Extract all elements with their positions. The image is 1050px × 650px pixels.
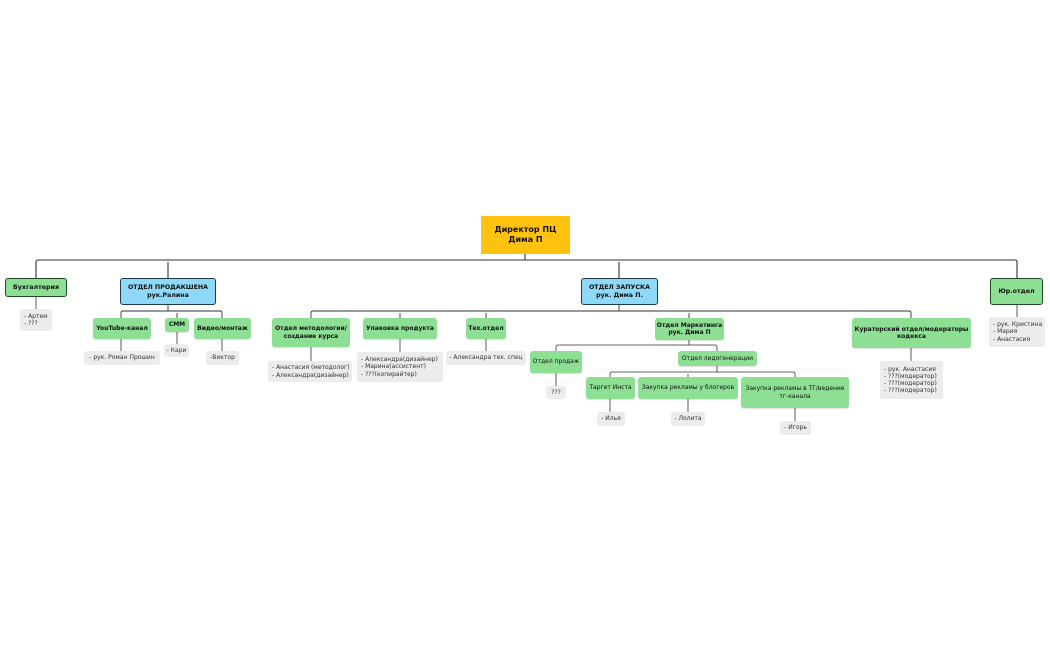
launch-department-node[interactable]: ОТДЕЛ ЗАПУСКА рук. Дима П.	[581, 278, 658, 305]
member-name: - рук. Анастасия	[884, 365, 936, 373]
member-name: - рук. Роман Прошин	[89, 354, 155, 362]
blogger-ads-node[interactable]: Закупка рекламы у блогеров	[638, 377, 738, 399]
production-title: ОТДЕЛ ПРОДАКШЕНА	[127, 283, 209, 291]
youtube-members: - рук. Роман Прошин	[84, 351, 160, 365]
root-connector-bus	[35, 259, 1018, 263]
director-title: Директор ПЦ	[494, 225, 557, 235]
lead-generation-node[interactable]: Отдел лидогенерации	[678, 351, 757, 366]
director-name: Дима П	[508, 235, 543, 244]
launch-title: ОТДЕЛ ЗАПУСКА	[588, 283, 651, 291]
curators-title: Кураторский отдел/модераторы	[854, 325, 969, 333]
launch-connector-bus	[310, 310, 912, 314]
youtube-channel-node[interactable]: YouTube-канал	[93, 318, 151, 339]
methodology-title: Отдел методологии/	[275, 325, 347, 333]
smm-node[interactable]: СММ	[165, 318, 189, 332]
legal-department-node[interactable]: Юр.отдел	[990, 278, 1043, 305]
smm-title: СММ	[168, 321, 186, 329]
director-node[interactable]: Директор ПЦ Дима П	[481, 216, 570, 254]
launch-head: рук. Дима П.	[596, 291, 643, 299]
packaging-members: - Александра(дизайнер) - Марина(ассистен…	[357, 352, 443, 382]
member-name: - ???(модератор)	[884, 372, 937, 380]
methodology-members: - Анастасия (методолог) - Александра(диз…	[268, 361, 352, 382]
telegram-ads-node[interactable]: Закупка рекламы в ТГ/ведение тг-канала	[741, 377, 849, 408]
leadgen-connector-bus	[609, 371, 796, 375]
production-connector-bus	[120, 310, 223, 314]
insta-members: - Илья	[597, 412, 625, 426]
leadgen-title: Отдел лидогенерации	[681, 354, 754, 362]
member-name: - Лолита	[674, 415, 702, 423]
production-head: рук.Ралина	[147, 291, 189, 299]
member-name: - Александра(дизайнер)	[272, 371, 349, 379]
methodology-subtitle: создание курса	[283, 332, 339, 340]
member-name: - ???(модератор)	[884, 380, 937, 387]
legal-title: Юр.отдел	[998, 287, 1035, 295]
curators-node[interactable]: Кураторский отдел/модераторы кодекса	[852, 318, 971, 348]
member-name: -Виктор	[210, 354, 235, 362]
tech-department-node[interactable]: Тех.отдел	[466, 318, 506, 339]
tech-title: Тех.отдел	[468, 324, 504, 332]
bloggers-title: Закупка рекламы у блогеров	[641, 384, 735, 392]
tg-title: Закупка рекламы в ТГ/ведение	[745, 385, 845, 393]
member-name: - Мария	[993, 328, 1018, 336]
packaging-title: Упаковка продукта	[366, 324, 434, 332]
member-name: - Анастасия	[993, 335, 1031, 343]
member-name: - Александра(дизайнер)	[361, 356, 438, 364]
tg-subtitle: тг-канала	[779, 392, 811, 400]
member-name: - Марина(ассистент)	[361, 363, 426, 371]
member-name: - Игорь	[784, 424, 807, 432]
member-name: - рук. Кристина	[993, 321, 1043, 329]
youtube-title: YouTube-канал	[96, 324, 148, 332]
accounting-members: - Артем - ???	[20, 309, 52, 331]
smm-members: - Кари	[164, 344, 189, 357]
member-name: - Илья	[601, 415, 621, 423]
video-members: -Виктор	[206, 351, 239, 365]
member-name: - ???	[24, 320, 38, 327]
tg-members: - Игорь	[780, 421, 811, 435]
member-name: - Кари	[166, 346, 187, 354]
methodology-node[interactable]: Отдел методологии/ создание курса	[272, 318, 350, 347]
member-name: ???	[551, 388, 561, 396]
sales-title: Отдел продаж	[532, 358, 580, 366]
marketing-connector-bus	[555, 344, 718, 348]
bloggers-members: - Лолита	[671, 412, 705, 426]
member-name: - ???(модератор)	[884, 387, 937, 395]
sales-members: ???	[546, 386, 566, 399]
accounting-node[interactable]: Бухгалтерия	[5, 278, 67, 297]
marketing-head: рук. Дима П	[668, 329, 711, 336]
instagram-targeting-node[interactable]: Таргет Инста	[586, 377, 635, 399]
member-name: - Артем	[24, 312, 48, 320]
video-editing-node[interactable]: Видео/монтаж	[194, 318, 251, 339]
member-name: - Анастасия (методолог)	[272, 364, 350, 372]
marketing-title: Отдел Маркетинга	[656, 321, 723, 329]
member-name: - Александра тех. спец	[449, 354, 523, 362]
member-name: - ???(копирайтер)	[361, 370, 417, 378]
curators-members: - рук. Анастасия - ???(модератор) - ???(…	[880, 361, 943, 399]
product-packaging-node[interactable]: Упаковка продукта	[363, 318, 437, 339]
video-title: Видео/монтаж	[197, 324, 248, 332]
sales-department-node[interactable]: Отдел продаж	[530, 351, 582, 373]
marketing-node[interactable]: Отдел Маркетинга рук. Дима П	[655, 318, 724, 340]
production-department-node[interactable]: ОТДЕЛ ПРОДАКШЕНА рук.Ралина	[120, 278, 216, 305]
accounting-title: Бухгалтерия	[13, 283, 59, 291]
curators-subtitle: кодекса	[897, 333, 926, 340]
tech-members: - Александра тех. спец	[446, 351, 526, 365]
legal-members: - рук. Кристина - Мария - Анастасия	[989, 317, 1045, 347]
insta-title: Таргет Инста	[589, 384, 632, 392]
